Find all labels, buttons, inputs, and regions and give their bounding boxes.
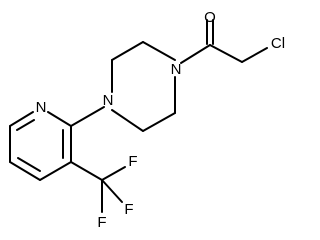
molecule-canvas: O Cl N N N F F F: [9, 9, 286, 231]
atom-label-oxygen: O: [204, 9, 216, 26]
bond-pyr-c5-c4-inner: [17, 157, 41, 172]
bond-cf3-f2: [101, 179, 123, 203]
bond-carbonyl-ch2: [209, 44, 243, 63]
bond-n-carbonyl: [180, 44, 211, 64]
bond-pip-n1-c: [142, 41, 176, 61]
atom-label-fluorine-3: F: [97, 214, 106, 231]
bond-pyr-n-c6-inner: [16, 119, 35, 131]
bond-pyr-c2-n: [47, 111, 72, 127]
atom-labels: O Cl N N N F F F: [36, 9, 286, 231]
bond-pyr-c4-c3: [39, 161, 72, 181]
bond-lines: [9, 19, 268, 213]
bond-cf3-f1: [101, 166, 126, 181]
bond-pyr-n-c6: [9, 111, 34, 127]
bond-pip-c-c-bottom: [142, 112, 176, 132]
chemical-structure-diagram: O Cl N N N F F F: [9, 9, 286, 231]
atom-label-chlorine: Cl: [271, 35, 285, 52]
bond-pyr-c5-c4: [9, 161, 41, 181]
bond-pip-c-c-top: [111, 41, 144, 61]
bond-ch2-cl: [241, 47, 268, 63]
atom-label-pyridine-n: N: [36, 99, 47, 116]
atom-label-piperazine-n-top: N: [171, 61, 182, 78]
bond-n-pyridine: [70, 106, 105, 127]
bond-pip-n2-c: [111, 109, 144, 132]
atom-label-piperazine-n-bottom: N: [103, 92, 114, 109]
bond-c3-cf3: [70, 161, 103, 181]
atom-label-fluorine-1: F: [128, 153, 137, 170]
atom-label-fluorine-2: F: [124, 201, 133, 218]
